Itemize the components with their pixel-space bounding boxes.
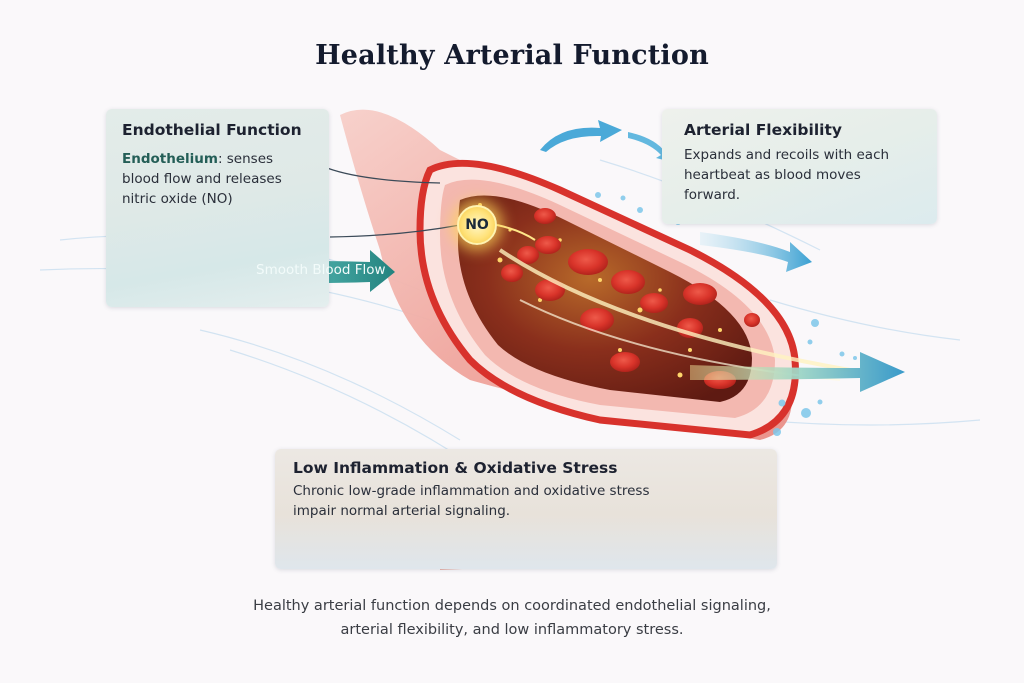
outflow-arrow bbox=[690, 352, 905, 392]
inflammation-card: Low Inflammation & Oxidative Stress Chro… bbox=[275, 449, 777, 569]
arterial-flexibility-card: Arterial Flexibility Expands and recoils… bbox=[662, 109, 937, 224]
inflammation-description: Chronic low-grade inflammation and oxida… bbox=[293, 483, 650, 519]
no-particles bbox=[478, 203, 722, 378]
summary-line-1: Healthy arterial function depends on coo… bbox=[253, 598, 771, 614]
expand-arrow-2 bbox=[628, 132, 672, 162]
nitric-oxide-badge: NO bbox=[457, 205, 497, 245]
smooth-flow-label: Smooth Blood Flow bbox=[256, 262, 386, 278]
endothelium-term: Endothelium bbox=[122, 151, 218, 167]
bubbles bbox=[595, 192, 857, 436]
flexibility-heading: Arterial Flexibility bbox=[684, 121, 842, 139]
diagram-title: Healthy Arterial Function bbox=[315, 40, 709, 71]
endothelial-body: : senses blood flow and releases nitric … bbox=[122, 151, 282, 207]
upper-flow-arrow bbox=[700, 232, 812, 272]
endothelial-function-card: Endothelial Function Endothelium: senses… bbox=[106, 109, 329, 307]
summary-line-2: arterial flexibility, and low inflammato… bbox=[340, 622, 684, 638]
flexibility-description: Expands and recoils with each heartbeat … bbox=[684, 147, 890, 203]
expand-arrow-1 bbox=[540, 120, 622, 152]
inflammation-heading: Low Inflammation & Oxidative Stress bbox=[293, 459, 618, 477]
leader-line-no bbox=[329, 224, 461, 238]
summary-caption: Healthy arterial function depends on coo… bbox=[0, 594, 1024, 642]
endothelial-heading: Endothelial Function bbox=[122, 121, 302, 139]
endothelial-description: Endothelium: senses blood flow and relea… bbox=[122, 149, 313, 209]
